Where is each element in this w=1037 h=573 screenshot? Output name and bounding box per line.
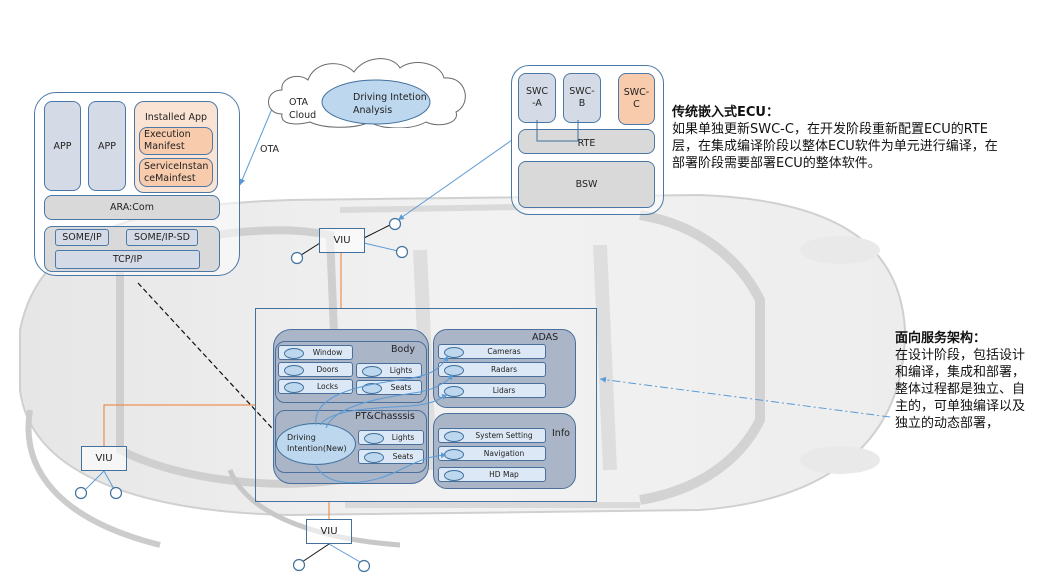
app-block-1: APP [44, 101, 81, 191]
ota-cloud-label: OTA Cloud [289, 97, 317, 121]
service-body-seats[interactable]: Seats [356, 380, 422, 395]
service-icon [364, 452, 384, 463]
service-radars[interactable]: Radars [438, 362, 546, 377]
domain-body-title: Body [391, 344, 415, 355]
traditional-ecu-note: 传统嵌入式ECU： 如果单独更新SWC-C，在开发阶段重新配置ECU的RTE层，… [672, 104, 1000, 172]
service-icon [444, 470, 464, 481]
swc-a-block: SWC-A [518, 73, 556, 123]
service-instance-manifest: ServiceInstanceMainfest [139, 158, 213, 187]
service-icon [362, 366, 382, 377]
ota-link-label: OTA [260, 144, 280, 155]
swc-b-block: SWC-B [563, 73, 601, 123]
viu-top: VIU [319, 228, 365, 253]
node-circle [290, 251, 304, 265]
service-icon [444, 365, 464, 376]
tcpip-block: TCP/IP [55, 250, 200, 269]
node-circle [357, 559, 371, 573]
driving-intention-analysis-ellipse [321, 79, 431, 125]
service-pt-lights[interactable]: Lights [358, 430, 424, 445]
node-circle [292, 558, 306, 572]
traditional-ecu-title: 传统嵌入式ECU： [672, 105, 779, 120]
swc-rte-connection [536, 120, 579, 142]
traditional-ecu-body: 如果单独更新SWC-C，在开发阶段重新配置ECU的RTE层，在集成编译阶段以整体… [672, 122, 998, 171]
ecu-to-viu-link [397, 139, 513, 221]
service-doors[interactable]: Doors [278, 362, 353, 377]
execution-manifest: Execution Manifest [139, 127, 213, 155]
node-circle [109, 486, 123, 500]
domain-adas-title: ADAS [532, 332, 559, 343]
installed-app-title: Installed App [144, 112, 208, 123]
ota-link [239, 103, 275, 186]
driving-intention-analysis-label: Driving Intetion Analysis [353, 92, 427, 116]
service-locks[interactable]: Locks [278, 379, 353, 394]
app-block-2: APP [88, 101, 126, 191]
service-icon [444, 449, 464, 460]
central-computer-frame [255, 308, 597, 502]
service-icon [362, 383, 382, 394]
soa-body: 在设计阶段，包括设计和编译，集成和部署，整体过程都是独立、自主的，可单独编译以及… [895, 348, 1026, 431]
deploy-link [137, 282, 284, 441]
ara-com-layer: ARA:Com [44, 195, 220, 220]
service-icon [444, 386, 464, 397]
service-icon [444, 431, 464, 442]
service-icon [284, 365, 304, 376]
someip-sd-block: SOME/IP-SD [126, 229, 198, 246]
node-circle [74, 486, 88, 500]
service-cameras[interactable]: Cameras [438, 344, 546, 359]
viu-bottom: VIU [306, 519, 352, 544]
service-icon [444, 347, 464, 358]
someip-block: SOME/IP [55, 229, 109, 246]
node-circle [395, 245, 409, 259]
service-system-setting[interactable]: System Setting [438, 428, 546, 443]
swc-c-block: SWC-C [618, 73, 655, 125]
ota-cloud [268, 58, 466, 128]
service-icon [284, 382, 304, 393]
soa-note: 面向服务架构： 在设计阶段，包括设计和编译，集成和部署，整体过程都是独立、自主的… [895, 330, 1035, 432]
service-body-lights[interactable]: Lights [356, 363, 422, 378]
service-navigation[interactable]: Navigation [438, 446, 546, 461]
service-lidars[interactable]: Lidars [438, 383, 546, 398]
service-hd-map[interactable]: HD Map [438, 467, 546, 482]
soa-title: 面向服务架构： [895, 331, 987, 346]
service-pt-seats[interactable]: Seats [358, 449, 424, 464]
service-icon [364, 433, 384, 444]
viu-left: VIU [81, 446, 127, 471]
service-window[interactable]: Window [278, 345, 353, 360]
driving-intention-service[interactable]: Driving Intention(New) [276, 423, 356, 465]
node-circle [388, 217, 402, 231]
service-icon [284, 348, 304, 359]
domain-info-title: Info [552, 428, 570, 439]
domain-pt-chassis-title: PT&Chasssis [355, 411, 415, 422]
soa-link [599, 376, 891, 418]
bsw-layer: BSW [518, 161, 655, 208]
